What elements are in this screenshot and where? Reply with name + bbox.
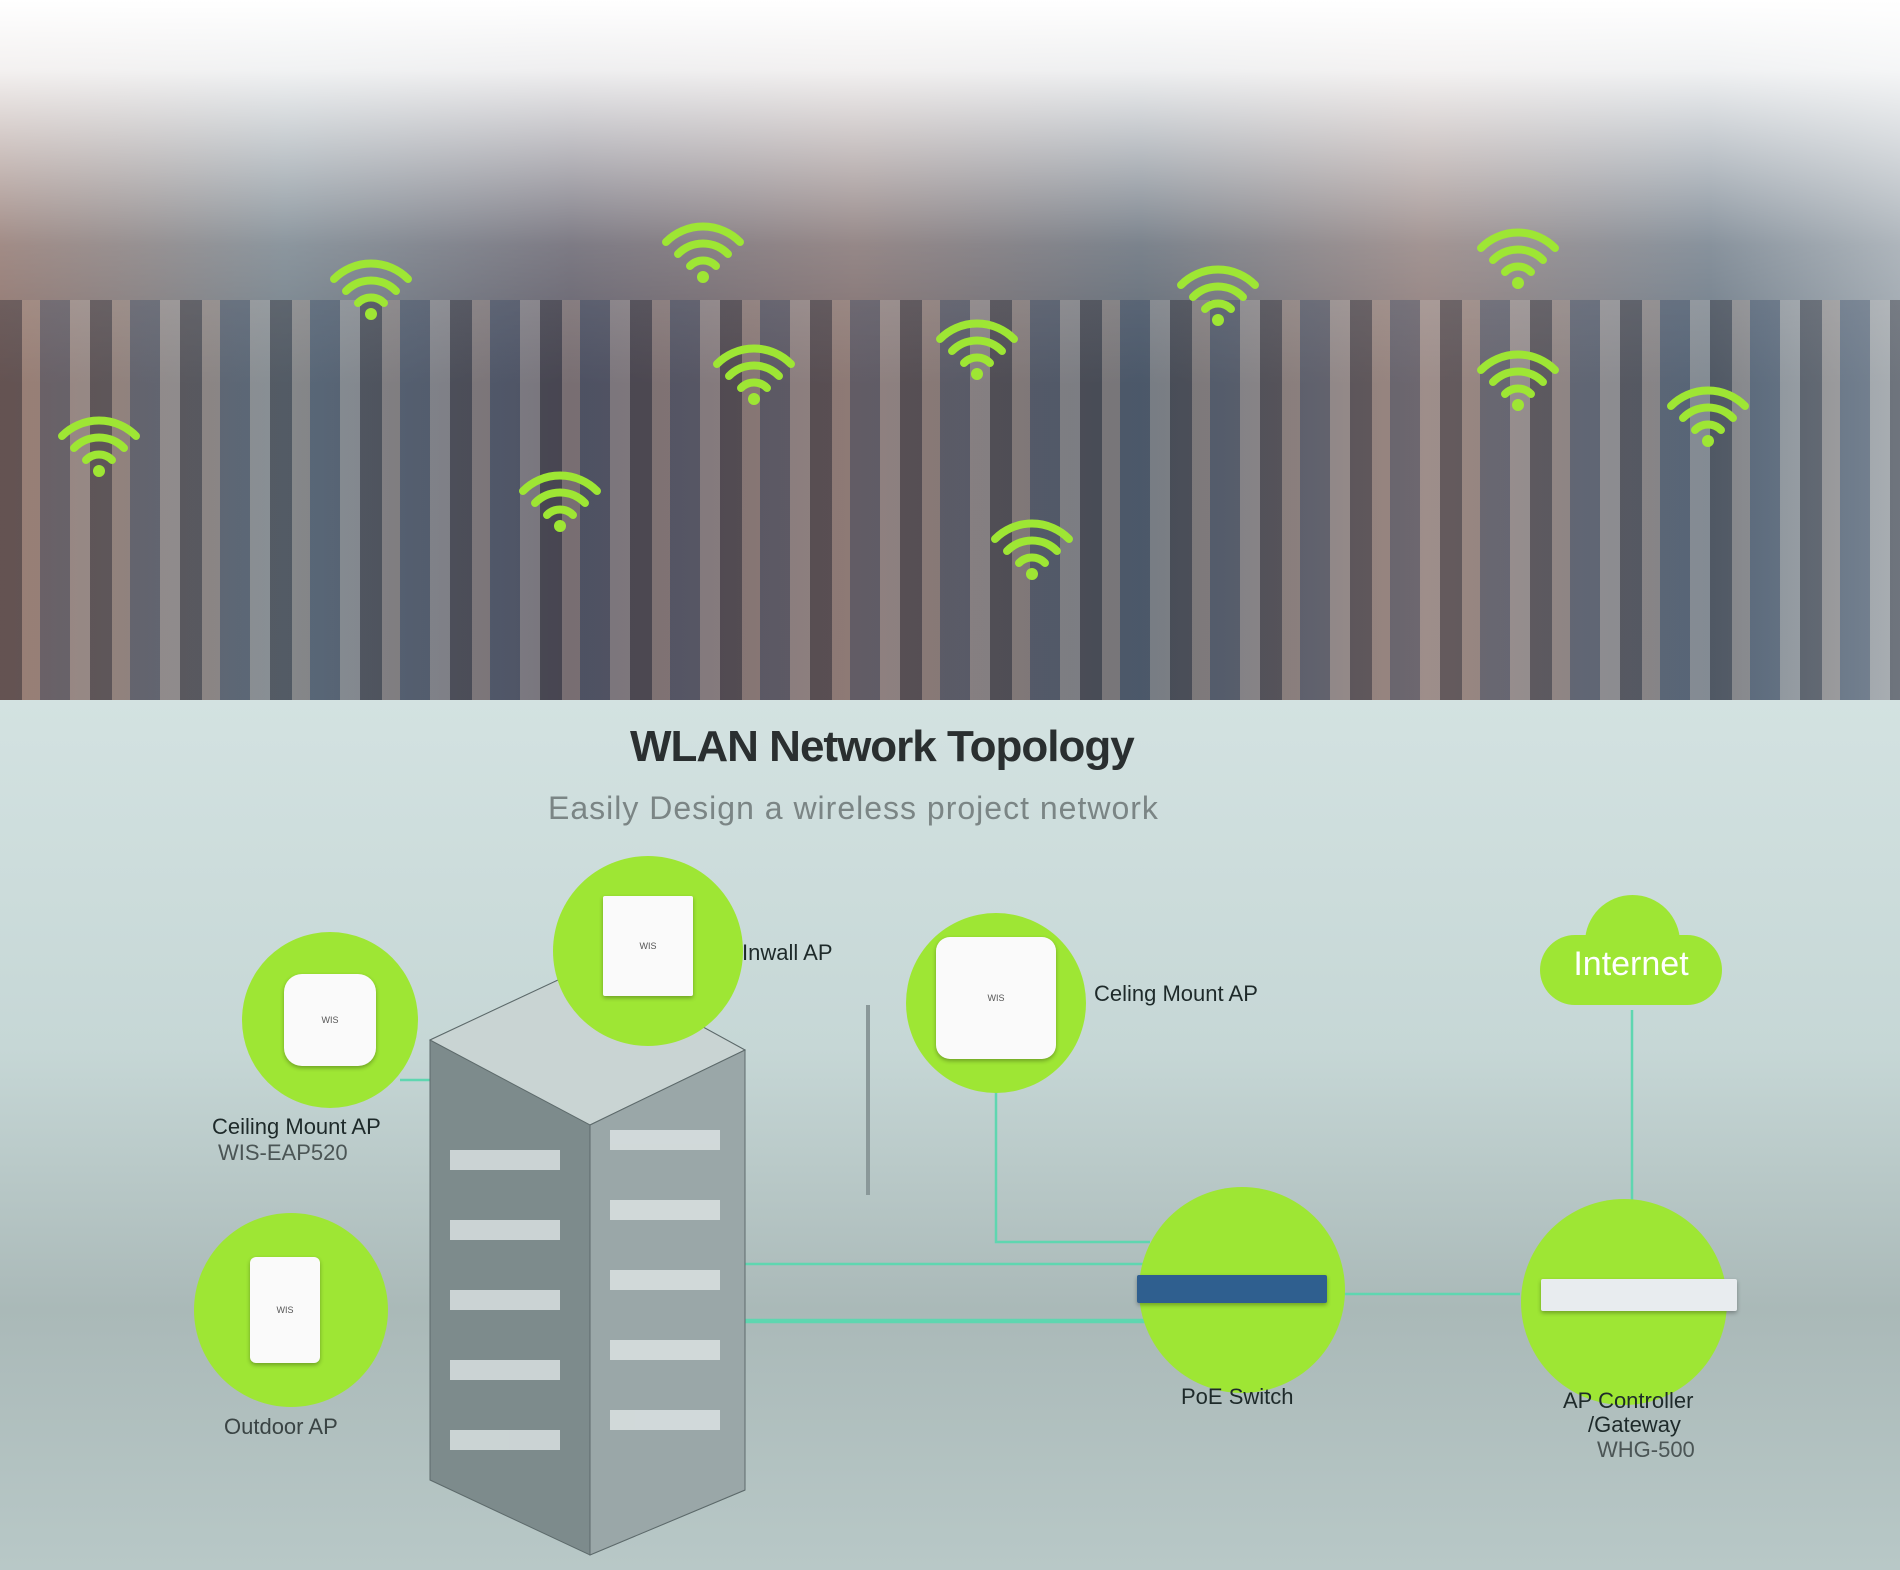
poe-switch-label: PoE Switch — [1181, 1384, 1294, 1409]
page-subtitle: Easily Design a wireless project network — [548, 790, 1159, 826]
inwall-ap-label: Inwall AP — [742, 940, 833, 965]
poe-switch-device — [1137, 1275, 1327, 1303]
device-logo: WIS — [321, 1015, 339, 1025]
inwall-ap-device: WIS — [603, 896, 693, 996]
outdoor-ap-bubble: WIS — [194, 1213, 388, 1407]
ceiling-ap-label: Ceiling Mount AP — [212, 1114, 381, 1139]
wifi-icon — [519, 471, 601, 532]
wifi-icon — [662, 222, 744, 283]
wifi-icon — [1667, 386, 1749, 447]
wifi-icon — [1477, 228, 1559, 289]
internet-cloud: Internet — [1540, 895, 1722, 1010]
ceiling-ap2-bubble: WIS — [906, 913, 1086, 1093]
controller-label-2: /Gateway — [1588, 1412, 1681, 1437]
controller-bubble — [1521, 1199, 1737, 1405]
building — [428, 964, 747, 1556]
wifi-icon — [713, 344, 795, 405]
wifi-icon — [1177, 265, 1259, 326]
device-logo: WIS — [639, 941, 657, 951]
ceiling-ap2-device: WIS — [936, 937, 1056, 1059]
outdoor-ap-label: Outdoor AP — [224, 1414, 338, 1439]
crowd-photo — [0, 0, 1900, 700]
ceiling-ap-bubble: WIS — [242, 932, 418, 1108]
ceiling-ap-device: WIS — [284, 974, 376, 1066]
controller-label: AP Controller — [1563, 1388, 1694, 1413]
outdoor-ap-device: WIS — [250, 1257, 320, 1363]
wifi-icon — [991, 519, 1073, 580]
ceiling-ap-model: WIS-EAP520 — [218, 1140, 348, 1165]
ceiling-ap2-label: Celing Mount AP — [1094, 981, 1258, 1006]
poe-switch-bubble — [1137, 1187, 1345, 1393]
topology-background — [0, 700, 1900, 1570]
device-logo: WIS — [276, 1305, 294, 1315]
crowd-texture — [0, 300, 1900, 700]
inwall-ap-bubble: WIS — [553, 856, 743, 1046]
controller-device — [1541, 1279, 1737, 1311]
wifi-icon — [330, 259, 412, 320]
page-title: WLAN Network Topology — [630, 722, 1135, 771]
internet-label: Internet — [1573, 945, 1689, 983]
wifi-icon — [58, 416, 140, 477]
wifi-icon — [1477, 350, 1559, 411]
device-logo: WIS — [987, 993, 1005, 1003]
controller-model: WHG-500 — [1597, 1437, 1695, 1462]
wifi-icon — [936, 319, 1018, 380]
